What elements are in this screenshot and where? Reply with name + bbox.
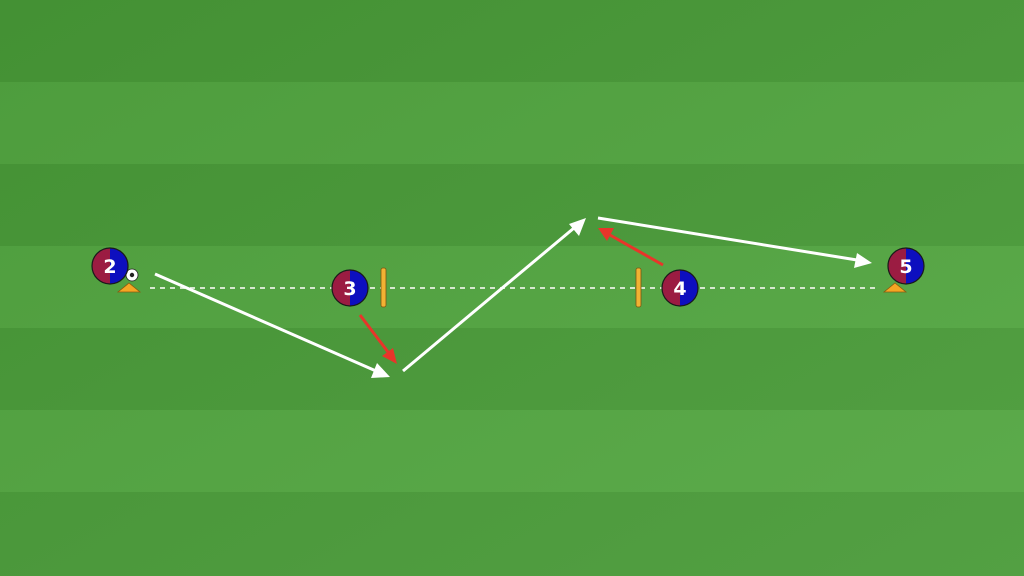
player-token-icon: 5: [887, 247, 925, 285]
arrowhead: [371, 363, 390, 378]
run-arrow: [358, 314, 390, 353]
run-lines: [358, 228, 664, 364]
player-token-icon: 2: [91, 247, 129, 285]
arrowhead: [569, 218, 586, 236]
player-number: 2: [103, 256, 116, 278]
pole-icon: [380, 267, 387, 308]
cone-icon: [116, 282, 142, 293]
player-number: 5: [899, 256, 912, 278]
player-number: 4: [673, 278, 686, 300]
pole-icon: [635, 267, 642, 308]
cone-icon: [882, 282, 908, 293]
player-token-icon: 3: [331, 269, 369, 307]
arrowhead: [598, 228, 614, 241]
pass-arrow: [402, 226, 575, 373]
arrowhead: [854, 253, 872, 268]
pass-arrow: [597, 216, 858, 262]
pass-lines: [154, 216, 872, 378]
arrowhead: [382, 348, 397, 364]
run-arrow: [609, 233, 664, 267]
pass-arrow: [154, 272, 377, 373]
player-number: 3: [343, 278, 356, 300]
player-token-icon: 4: [661, 269, 699, 307]
